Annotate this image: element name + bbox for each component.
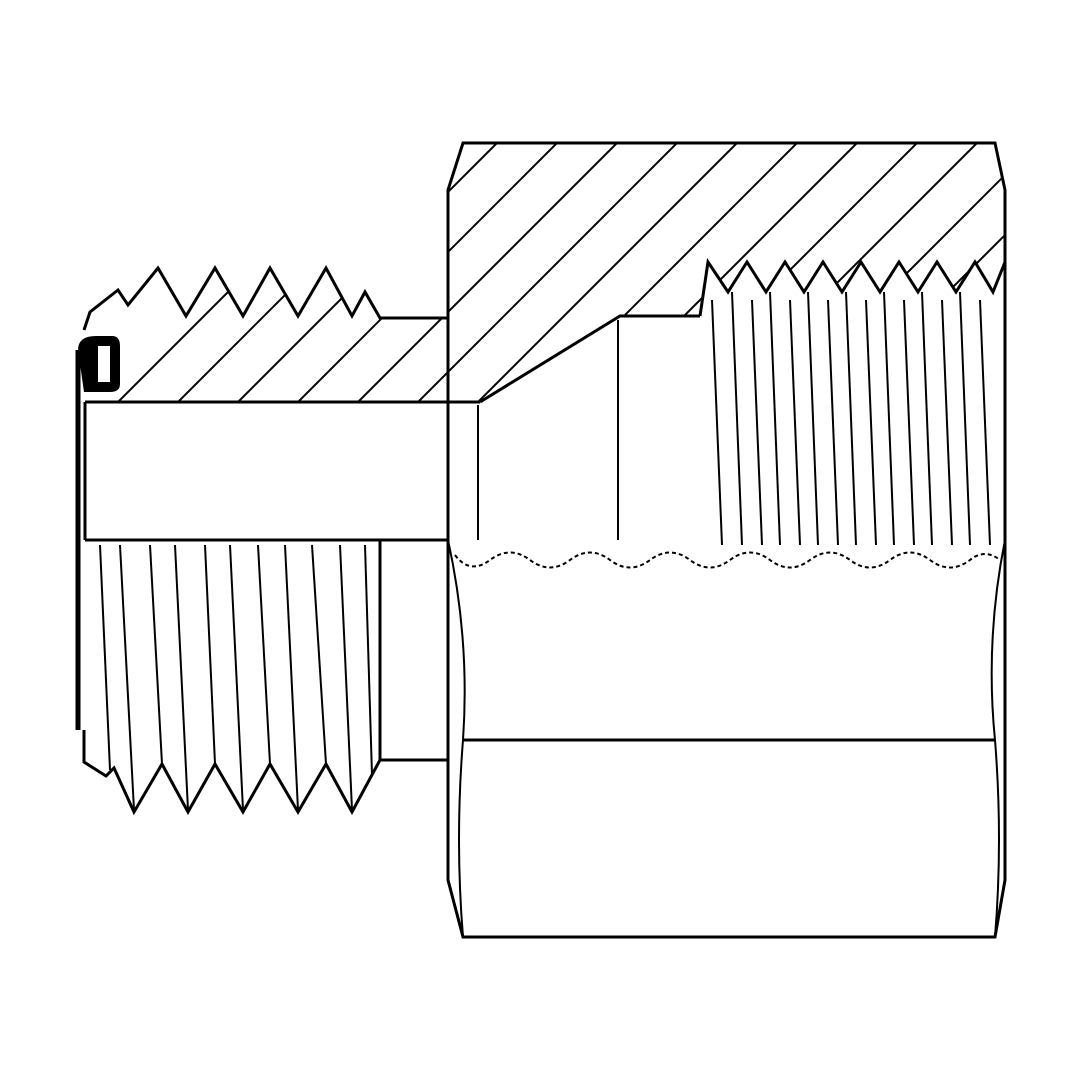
o-ring-seal (75, 336, 120, 730)
hex-left-lower-arc (458, 739, 464, 938)
hex-left-arc (447, 539, 466, 741)
male-thread-lower-profile (82, 730, 382, 816)
male-thread-upper-profile (82, 264, 448, 331)
upper-section-profile (82, 257, 1007, 540)
cone-seat (479, 314, 700, 404)
thread-root-hidden-line (454, 551, 1001, 569)
female-thread-internal (454, 291, 1001, 569)
female-thread-profile (698, 257, 1007, 317)
hex-nut-body (446, 141, 1007, 939)
hex-right-lower-arc (994, 739, 1000, 938)
male-thread-external (82, 402, 448, 816)
hex-right-arc (990, 539, 1006, 741)
